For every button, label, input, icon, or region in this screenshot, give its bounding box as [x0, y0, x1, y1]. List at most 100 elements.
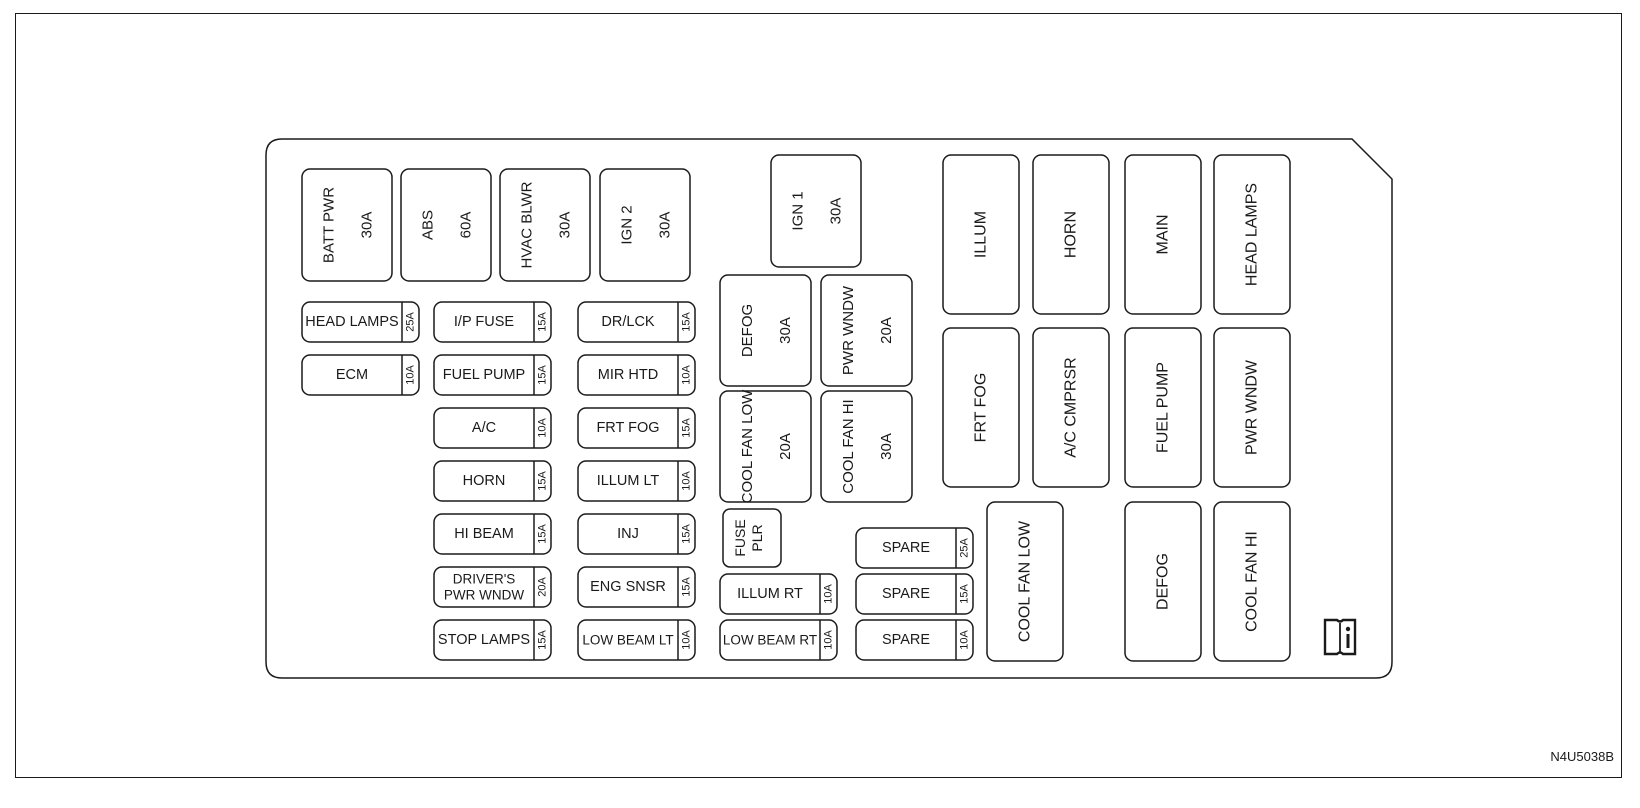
cartridge-fuse-label: IGN 1 [790, 191, 807, 230]
book-info-icon [1323, 618, 1357, 656]
mini-fuse-rating: 15A [537, 630, 549, 650]
mini-fuse-body [577, 460, 696, 502]
mini-fuse-label: ILLUM RT [737, 586, 803, 602]
mini-fuse-rating: 15A [681, 524, 693, 544]
mini-fuse-body [433, 566, 552, 608]
relay-label: COOL FAN HI [1244, 531, 1261, 632]
mini-fuse-rating: 15A [681, 312, 693, 332]
mini-fuse-body [855, 619, 974, 661]
fuse-block-outline [265, 138, 1393, 679]
mini-fuse-body [577, 619, 696, 661]
cartridge-fuse-body [499, 168, 591, 282]
cartridge-fuse-body [820, 274, 913, 387]
relay-body [942, 154, 1020, 315]
mini-fuse-rating: 10A [681, 630, 693, 650]
mini-fuse-label: SPARE [882, 632, 930, 648]
cartridge-fuse-rating: 20A [777, 433, 794, 460]
mini-fuse-label: STOP LAMPS [438, 632, 530, 648]
mini-fuse-body [577, 407, 696, 449]
cartridge-fuse-body [301, 168, 393, 282]
relay-label: PWR WNDW [1244, 359, 1261, 455]
cartridge-fuse: IGN 2 30A [599, 168, 691, 282]
relay: A/C CMPRSR [1032, 327, 1110, 488]
cartridge-fuse-rating: 30A [556, 212, 573, 239]
mini-fuse-rating: 25A [959, 538, 971, 558]
mini-fuse-body [433, 354, 552, 396]
mini-fuse-body [301, 301, 420, 343]
cartridge-fuse-label: BATT PWR [321, 187, 338, 263]
mini-fuse-body [577, 513, 696, 555]
mini-fuse: HEAD LAMPS 25A [301, 301, 420, 343]
relay: PWR WNDW [1213, 327, 1291, 488]
mini-fuse-body [433, 513, 552, 555]
cartridge-fuse-label: HVAC BLWR [519, 181, 536, 268]
mini-fuse-label: FRT FOG [596, 420, 659, 436]
relay: COOL FAN LOW [986, 501, 1064, 662]
mini-fuse-body [433, 407, 552, 449]
mini-fuse-label-line: DRIVER'S [453, 572, 516, 587]
mini-fuse-label: ENG SNSR [590, 579, 666, 595]
cartridge-fuse-rating: 30A [656, 212, 673, 239]
mini-fuse-label: FUEL PUMP [443, 367, 525, 383]
relay-body [1032, 154, 1110, 315]
mini-fuse-body [301, 354, 420, 396]
mini-fuse-rating: 15A [537, 524, 549, 544]
mini-fuse-label: I/P FUSE [454, 314, 514, 330]
cartridge-fuse-label: ABS [420, 210, 437, 240]
relay-label: A/C CMPRSR [1063, 357, 1080, 457]
mini-fuse-rating: 10A [959, 630, 971, 650]
mini-fuse-body [433, 460, 552, 502]
relay: MAIN [1124, 154, 1202, 315]
cartridge-fuse-rating: 30A [777, 317, 794, 344]
mini-fuse-body [433, 301, 552, 343]
mini-fuse-body [719, 619, 838, 661]
relay-label: MAIN [1155, 215, 1172, 255]
mini-fuse-body [855, 527, 974, 569]
mini-fuse-rating: 25A [405, 312, 417, 332]
relay-body [1124, 327, 1202, 488]
cartridge-fuse-rating: 30A [878, 433, 895, 460]
mini-fuse: FRT FOG 15A [577, 407, 696, 449]
mini-fuse-rating: 15A [537, 471, 549, 491]
mini-fuse-label: LOW BEAM RT [723, 633, 817, 648]
cartridge-fuse-body [770, 154, 862, 268]
relay: DEFOG [1124, 501, 1202, 662]
mini-fuse-rating: 15A [959, 584, 971, 604]
mini-fuse-body [577, 566, 696, 608]
relay-body [942, 327, 1020, 488]
cartridge-fuse-label: IGN 2 [619, 205, 636, 244]
relay-label: HEAD LAMPS [1244, 183, 1261, 286]
mini-fuse-label: SPARE [882, 540, 930, 556]
relay-body [1213, 501, 1291, 662]
relay-body [986, 501, 1064, 662]
mini-fuse-rating: 15A [681, 577, 693, 597]
mini-fuse-label: INJ [617, 526, 639, 542]
mini-fuse-label: HEAD LAMPS [305, 314, 398, 330]
mini-fuse-rating: 10A [681, 471, 693, 491]
mini-fuse-label: DR/LCK [601, 314, 655, 330]
mini-fuse-rating: 15A [681, 418, 693, 438]
relay-body [1124, 154, 1202, 315]
cartridge-fuse-body [719, 390, 812, 503]
relay-label: FRT FOG [973, 373, 990, 443]
mini-fuse-rating: 20A [537, 577, 549, 597]
cartridge-fuse: HVAC BLWR 30A [499, 168, 591, 282]
figure-frame [15, 13, 1622, 778]
relay: ILLUM [942, 154, 1020, 315]
relay: FRT FOG [942, 327, 1020, 488]
relay-label: COOL FAN LOW [1017, 520, 1034, 642]
mini-fuse-label: A/C [472, 420, 496, 436]
